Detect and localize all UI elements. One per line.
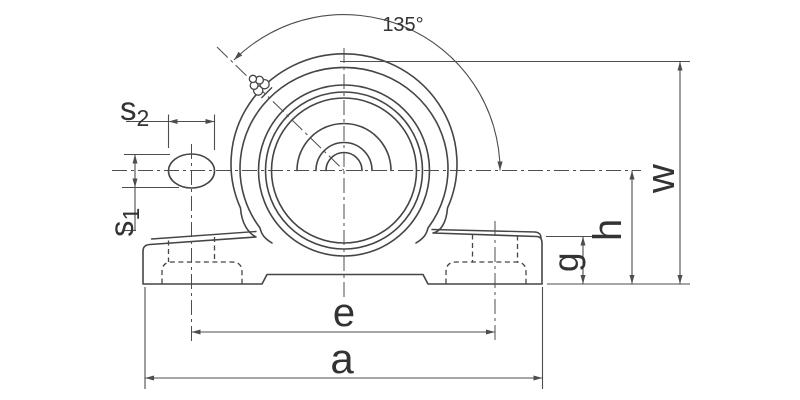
centerlines [112, 46, 641, 343]
label-s2: s2 [120, 90, 149, 131]
grease-fitting-axis-centerline [216, 46, 345, 171]
dim-e: e [191, 291, 495, 335]
label-s1: s1 [103, 208, 144, 237]
dim-s2: s2 [120, 90, 216, 150]
label-w: w [639, 164, 683, 194]
housing-silhouette [142, 53, 543, 285]
right-foot-chamfer-edge [431, 228, 542, 239]
label-h: h [586, 219, 630, 241]
label-e: e [333, 291, 355, 335]
dim-w: w [340, 60, 690, 285]
grease-fitting-base [261, 87, 273, 99]
dim-h: h [586, 170, 635, 284]
dim-g: g [546, 235, 593, 284]
angle-arrow-start [234, 51, 243, 60]
left-foot-chamfer-edge [150, 230, 257, 240]
bolt-slot-hidden-lines [161, 234, 527, 284]
dim-s1: s1 [103, 153, 179, 237]
angle-arc [233, 14, 501, 171]
grease-fitting-icon [248, 74, 273, 99]
grease-fitting-ball-tip [248, 74, 258, 84]
insert-semicircle-middle [315, 141, 373, 172]
angle-dim-135: 135° [233, 14, 503, 171]
insert-semicircle-outer [296, 122, 392, 172]
label-angle-135: 135° [382, 14, 423, 36]
label-g: g [547, 253, 586, 272]
angle-arrow-end [497, 161, 503, 171]
label-a: a [330, 335, 354, 382]
dim-a: a [144, 287, 544, 389]
